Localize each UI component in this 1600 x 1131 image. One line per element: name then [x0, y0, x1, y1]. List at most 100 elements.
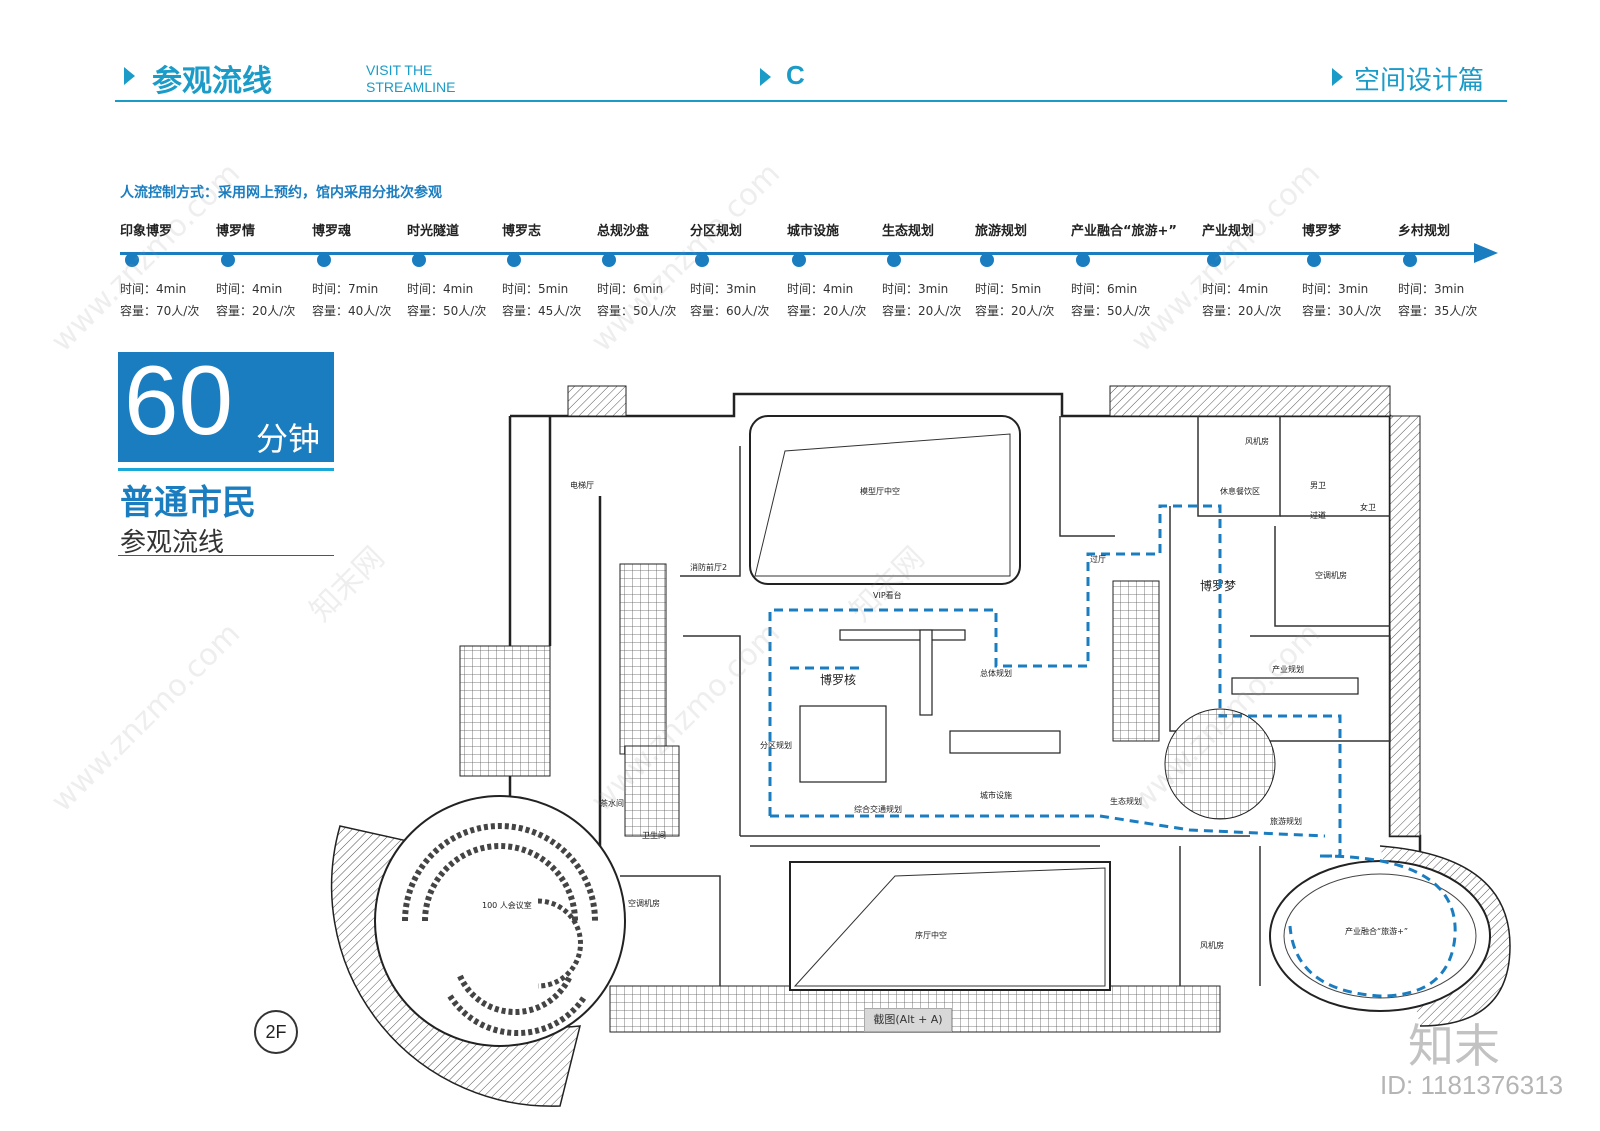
wind-room-label: 风机房 [1245, 436, 1269, 446]
zone-label: 分区规划 [760, 740, 792, 750]
industry-label: 产业规划 [1272, 664, 1304, 674]
stop-capacity: 容量：30人/次 [1302, 304, 1382, 318]
core-label: 博罗核 [820, 672, 856, 687]
stop-dot-icon [1403, 253, 1417, 267]
model-void-label: 模型厅中空 [860, 486, 900, 496]
stop-dot-icon [1307, 253, 1321, 267]
stop-capacity: 容量：20人/次 [975, 304, 1055, 318]
passage-label: 过道 [1310, 510, 1326, 520]
eco-label: 生态规划 [1110, 796, 1142, 806]
stop-dot-icon [792, 253, 806, 267]
stop-time: 时间：3min [690, 282, 757, 296]
showcases [799, 629, 1359, 783]
stop-dot-icon [412, 253, 426, 267]
flow-control-text: 人流控制方式：采用网上预约，馆内采用分批次参观 [120, 185, 442, 201]
page-title-en: VISIT THE STREAMLINE [366, 62, 455, 96]
stop-capacity: 容量：50人/次 [1071, 304, 1151, 318]
wc-label: 卫生间 [642, 830, 666, 840]
stop-time: 时间：4min [787, 282, 854, 296]
duration-box: 60 分钟 [118, 345, 334, 462]
page-title-en-line1: VISIT THE [366, 62, 433, 78]
hatched-band-right [1389, 415, 1421, 837]
floor-plan: 100 人会议室 产业融合“旅游+” 模型厅中空 VIP看台 序厅中空 [320, 385, 1530, 1107]
stop-time: 时间：3min [1398, 282, 1465, 296]
round-model-table [1164, 708, 1276, 820]
stop-name: 博罗情 [216, 224, 256, 239]
stop-dot-icon [980, 253, 994, 267]
model-void-box [749, 415, 1021, 585]
floor-badge: 2F [254, 1010, 298, 1054]
fire-room-label: 消防前厅2 [690, 562, 727, 572]
watermark: www.znzmo.com [1124, 156, 1328, 359]
lounge-label: 休息餐饮区 [1220, 486, 1260, 496]
summary-underline [118, 555, 334, 556]
stop-dot-icon [221, 253, 235, 267]
tourism-label: 旅游规划 [1270, 816, 1302, 826]
vip-label: VIP看台 [873, 590, 902, 600]
traffic-label: 综合交通规划 [854, 804, 902, 814]
stop-name: 城市设施 [787, 224, 840, 239]
hatched-band-top-right [1109, 385, 1391, 417]
women-label: 女卫 [1360, 502, 1376, 512]
stop-time: 时间：7min [312, 282, 379, 296]
stop-capacity: 容量：35人/次 [1398, 304, 1478, 318]
stop-dot-icon [1207, 253, 1221, 267]
stop-dot-icon [695, 253, 709, 267]
room-labels: 电梯厅 消防前厅2 博罗核 博罗梦 休息餐饮区 空调机房 风机房 产业规划 总体… [570, 436, 1376, 950]
stop-name: 生态规划 [882, 224, 935, 239]
floor-plan-drawing: 100 人会议室 产业融合“旅游+” 模型厅中空 VIP看台 序厅中空 [330, 385, 1511, 1107]
wind-room2-label: 风机房 [1200, 940, 1224, 950]
stop-name: 旅游规划 [975, 224, 1028, 239]
visit-route [768, 504, 1457, 998]
stop-capacity: 容量：20人/次 [1202, 304, 1282, 318]
stop-time: 时间：4min [407, 282, 474, 296]
stop-capacity: 容量：40人/次 [312, 304, 392, 318]
hall-void-box [789, 861, 1111, 991]
stop-dot-icon [507, 253, 521, 267]
stop-name: 印象博罗 [120, 224, 173, 239]
stop-name: 博罗魂 [312, 224, 352, 239]
stop-name: 博罗梦 [1302, 224, 1342, 239]
fusion-room-label: 产业融合“旅游+” [1345, 926, 1408, 936]
stop-time: 时间：4min [1202, 282, 1269, 296]
stop-time: 时间：5min [975, 282, 1042, 296]
dream-label: 博罗梦 [1200, 578, 1236, 593]
fusion-hall: 产业融合“旅游+” [1269, 845, 1511, 1027]
meeting-room-label: 100 人会议室 [482, 900, 532, 910]
timeline-arrow-icon [1474, 243, 1498, 263]
overall-label: 总体规划 [980, 668, 1012, 678]
pass2-label: 过厅 [1090, 554, 1106, 564]
page-title: 参观流线 [152, 64, 272, 99]
category-label: 空间设计篇 [1354, 66, 1485, 96]
audience-subtitle: 参观流线 [120, 528, 225, 558]
hall-void-label: 序厅中空 [915, 930, 947, 940]
stop-capacity: 容量：20人/次 [216, 304, 296, 318]
escalators [619, 563, 1160, 837]
page-title-en-line2: STREAMLINE [366, 79, 456, 95]
header-divider [115, 100, 1507, 102]
header-triangle-icon [124, 67, 135, 85]
stop-time: 时间：4min [120, 282, 187, 296]
stop-dot-icon [602, 253, 616, 267]
audience-title: 普通市民 [120, 483, 256, 523]
men-label: 男卫 [1310, 481, 1326, 490]
stop-time: 时间：4min [216, 282, 283, 296]
watermark: www.znzmo.com [44, 616, 248, 819]
stop-name: 博罗志 [502, 224, 542, 239]
interior-walls [620, 416, 1391, 986]
ac-room-label: 空调机房 [1315, 570, 1347, 580]
stop-name: 产业规划 [1202, 224, 1255, 239]
stop-name: 时光隧道 [407, 224, 460, 239]
stop-time: 时间：3min [1302, 282, 1369, 296]
screenshot-hint[interactable]: 截图(Alt + A) [864, 1008, 952, 1032]
stop-capacity: 容量：60人/次 [690, 304, 770, 318]
ac-room2-label: 空调机房 [628, 898, 660, 908]
duration-minutes: 60 [124, 345, 234, 455]
stop-capacity: 容量：50人/次 [407, 304, 487, 318]
stop-name: 总规沙盘 [597, 224, 650, 239]
stop-dot-icon [125, 253, 139, 267]
stop-dot-icon [317, 253, 331, 267]
stop-capacity: 容量：45人/次 [502, 304, 582, 318]
elevator-hall-label: 电梯厅 [570, 480, 594, 490]
stop-time: 时间：6min [597, 282, 664, 296]
